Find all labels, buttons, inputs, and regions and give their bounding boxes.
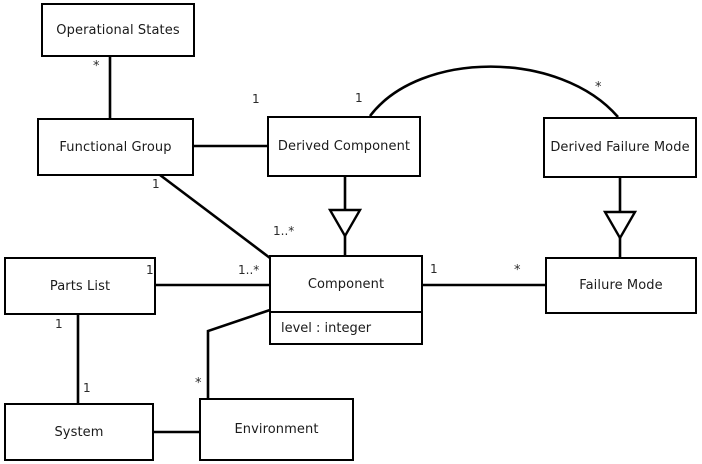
- multiplicity-parts-list-system-source: 1: [55, 317, 63, 331]
- class-box-functional-group[interactable]: Functional Group: [37, 118, 194, 176]
- multiplicity-component-failure-mode-target: *: [514, 263, 521, 278]
- generalization-triangle-failure-mode: [602, 210, 638, 241]
- class-name-environment: Environment: [234, 422, 319, 437]
- class-name-derived-component: Derived Component: [277, 139, 411, 154]
- class-box-operational-states[interactable]: Operational States: [41, 3, 195, 57]
- class-name-failure-mode: Failure Mode: [579, 278, 663, 293]
- class-box-environment[interactable]: Environment: [199, 398, 354, 461]
- edge-functional-group-component: [159, 173, 271, 260]
- multiplicity-parts-list-system-target: 1: [83, 381, 91, 395]
- edge-derived-component-derived-failure-mode-arc: [368, 65, 619, 118]
- generalization-triangle-component: [327, 208, 363, 239]
- multiplicity-parts-list-component-source: 1: [146, 263, 154, 277]
- class-name-functional-group: Functional Group: [59, 139, 172, 155]
- class-name-derived-failure-mode: Derived Failure Mode: [550, 140, 690, 155]
- multiplicity-functional-group-derived-component: 1: [252, 92, 260, 106]
- class-name-parts-list: Parts List: [49, 278, 111, 294]
- class-attribute-component-level: level : integer: [271, 311, 421, 343]
- multiplicity-derived-failure-mode-arc: *: [595, 80, 602, 95]
- multiplicity-component-failure-mode-source: 1: [430, 262, 438, 276]
- class-box-component[interactable]: Component level : integer: [269, 255, 423, 345]
- multiplicity-operational-states-functional-group: *: [93, 59, 100, 74]
- class-name-system: System: [54, 424, 104, 440]
- class-box-parts-list[interactable]: Parts List: [4, 257, 156, 315]
- class-box-failure-mode[interactable]: Failure Mode: [545, 257, 697, 314]
- multiplicity-functional-group-component-target: 1..*: [273, 224, 295, 238]
- class-name-operational-states: Operational States: [56, 22, 180, 38]
- class-box-derived-failure-mode[interactable]: Derived Failure Mode: [543, 117, 697, 178]
- class-name-component: Component: [307, 276, 385, 292]
- multiplicity-functional-group-component-source: 1: [152, 177, 160, 191]
- multiplicity-parts-list-component-target: 1..*: [238, 263, 260, 277]
- class-box-derived-component[interactable]: Derived Component: [267, 116, 421, 177]
- class-box-system[interactable]: System: [4, 403, 154, 461]
- multiplicity-derived-component-arc: 1: [355, 91, 363, 105]
- multiplicity-environment-component: *: [195, 376, 202, 391]
- edge-environment-component: [206, 308, 271, 398]
